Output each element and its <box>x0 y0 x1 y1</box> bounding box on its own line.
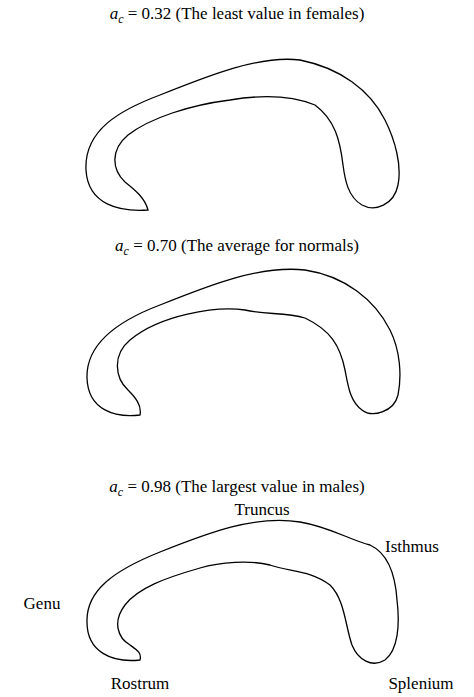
part-name: Rostrum <box>111 674 170 694</box>
corpus-callosum-outline <box>87 520 398 663</box>
figure-caption: ac = 0.32 (The least value in females) <box>110 4 365 25</box>
figure-caption: ac = 0.98 (The largest value in males) <box>109 477 364 498</box>
part-name: Splenium <box>388 674 453 694</box>
corpus-callosum-outline <box>87 269 400 415</box>
corpus-callosum-outline <box>86 59 399 210</box>
figure-caption: ac = 0.70 (The average for normals) <box>115 236 359 257</box>
part-name: Truncus <box>234 500 289 520</box>
part-name: Isthmus <box>385 537 439 557</box>
part-name: Genu <box>24 594 61 614</box>
